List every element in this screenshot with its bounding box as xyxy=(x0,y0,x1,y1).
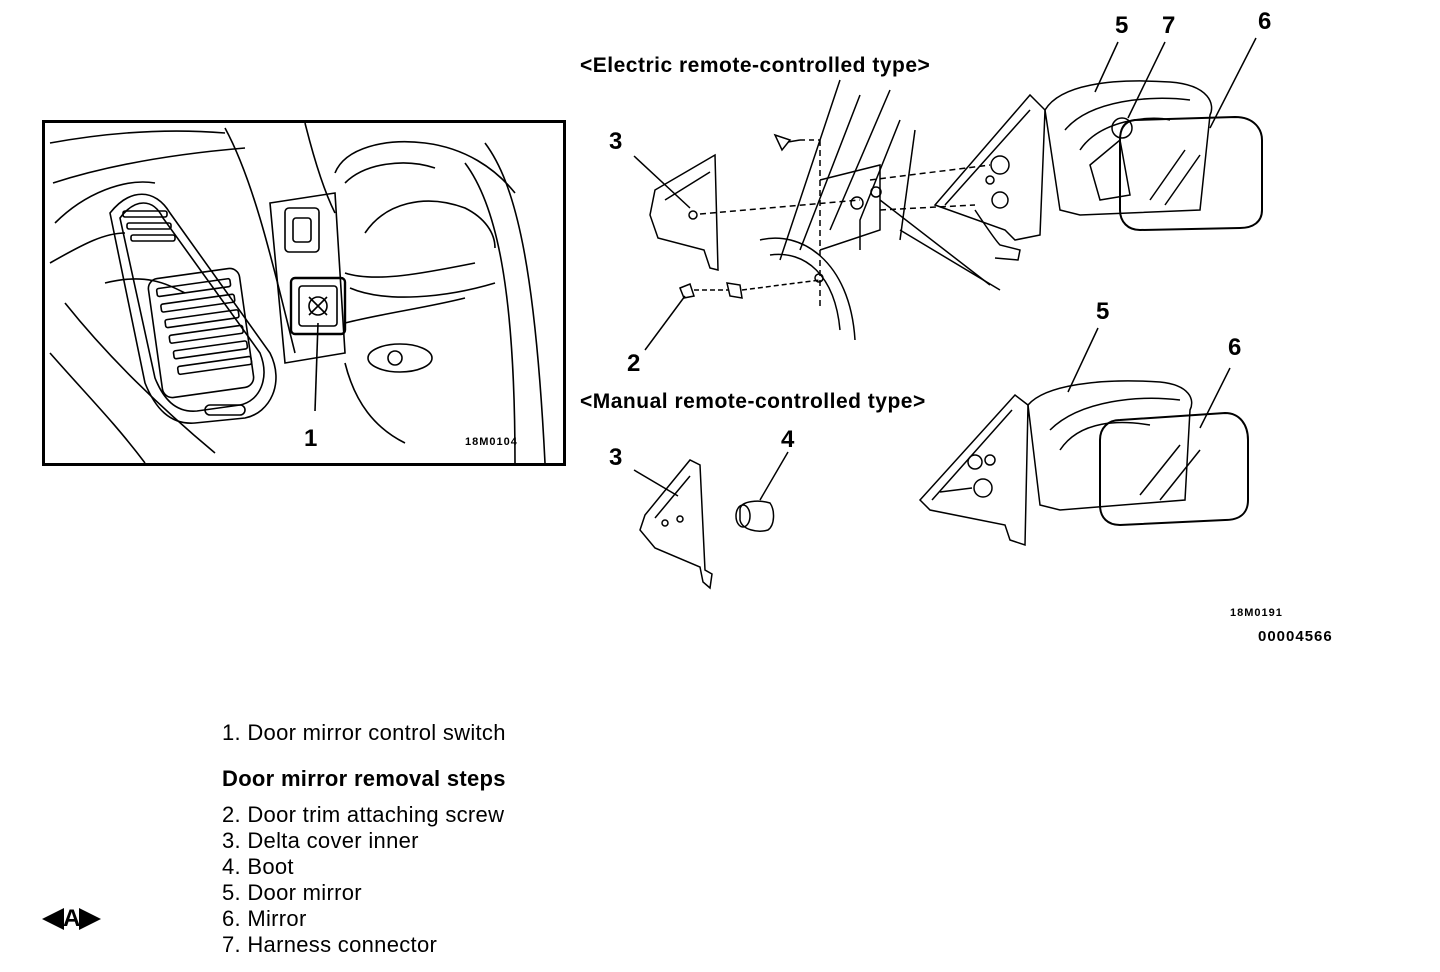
inset-figure-code: 18M0104 xyxy=(465,436,518,448)
electric-callout-3: 3 xyxy=(609,128,623,155)
electric-type-subtitle: <Electric remote-controlled type> xyxy=(580,54,931,77)
electric-callout-6: 6 xyxy=(1258,8,1272,35)
manual-callout-3: 3 xyxy=(609,444,623,471)
figure-code: 18M0191 xyxy=(1230,607,1283,619)
electric-callout-5: 5 xyxy=(1115,12,1129,39)
removal-steps-heading: Door mirror removal steps xyxy=(222,766,506,791)
dashboard-drawing xyxy=(49,123,546,463)
electric-callout-2: 2 xyxy=(627,350,641,377)
manual-type-subtitle: <Manual remote-controlled type> xyxy=(580,390,926,413)
figure-reference-number: 00004566 xyxy=(1258,628,1333,645)
inset-dashboard-figure: 1 18M0104 xyxy=(42,120,566,466)
legend-item-1: 1. Door mirror control switch xyxy=(222,720,506,745)
list-item: 7. Harness connector xyxy=(222,932,438,957)
list-item: 2. Door trim attaching screw xyxy=(222,802,505,827)
list-item: 6. Mirror xyxy=(222,906,307,931)
right-arrow-icon xyxy=(79,908,102,930)
electric-callout-7: 7 xyxy=(1162,12,1176,39)
manual-callout-6: 6 xyxy=(1228,334,1242,361)
list-item: 4. Boot xyxy=(222,854,294,879)
service-point-arrows-icon: A xyxy=(42,904,102,934)
left-arrow-icon xyxy=(42,908,64,930)
removal-steps-list: 2. Door trim attaching screw 3. Delta co… xyxy=(222,802,504,958)
service-point-letter: A xyxy=(63,905,81,932)
manual-callout-5: 5 xyxy=(1096,298,1110,325)
list-item: 3. Delta cover inner xyxy=(222,828,419,853)
list-item: 5. Door mirror xyxy=(222,880,362,905)
callout-1: 1 xyxy=(304,425,318,452)
manual-callout-4: 4 xyxy=(781,426,795,453)
